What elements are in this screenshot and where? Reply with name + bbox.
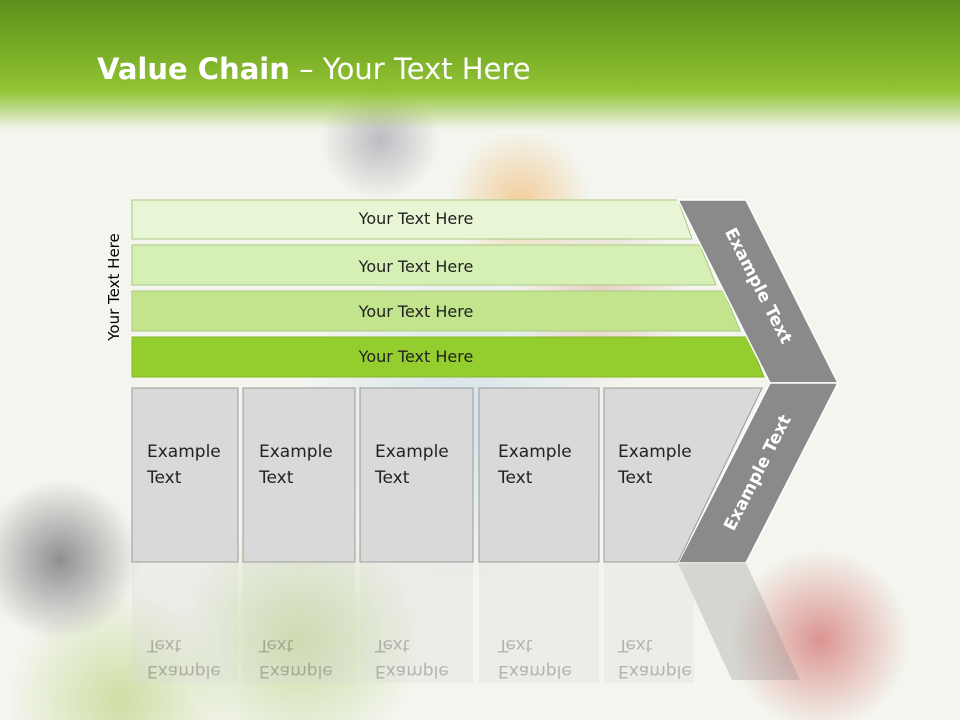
reflection-label-1-line2: Text xyxy=(147,635,182,655)
reflection-label-5: Example Text xyxy=(618,632,692,684)
column-label-2-line1: Example xyxy=(259,442,333,462)
reflection-label-3-line1: Example xyxy=(375,661,449,681)
row-label-2: Your Text Here xyxy=(358,257,474,276)
column-label-1-line1: Example xyxy=(147,442,221,462)
row-shape-2 xyxy=(131,244,717,286)
row-label-4: Your Text Here xyxy=(358,347,474,366)
column-box-3 xyxy=(359,387,474,563)
reflection-label-4-line1: Example xyxy=(498,661,572,681)
row-shape-1 xyxy=(131,199,693,240)
column-box-1 xyxy=(131,387,239,563)
column-label-4-line1: Example xyxy=(498,442,572,462)
reflection-label-3-line2: Text xyxy=(375,635,410,655)
column-label-5-line2: Text xyxy=(618,468,653,488)
reflection-label-2-line2: Text xyxy=(259,635,294,655)
reflection-box-5 xyxy=(604,563,694,683)
arrow-lower-shape xyxy=(676,382,840,564)
slide-title: Value Chain – Your Text Here xyxy=(97,52,531,86)
column-label-5-line1: Example xyxy=(618,442,692,462)
row-label-3: Your Text Here xyxy=(358,302,474,321)
reflection-label-1-line1: Example xyxy=(147,661,221,681)
column-label-3-line2: Text xyxy=(375,468,410,488)
column-box-5 xyxy=(603,387,763,563)
column-label-4-line2: Text xyxy=(498,468,533,488)
column-label-2-line2: Text xyxy=(259,468,294,488)
column-label-3-line1: Example xyxy=(375,442,449,462)
header-bar xyxy=(0,0,960,130)
reflection-label-2: Example Text xyxy=(259,632,333,684)
diagram-reflection xyxy=(132,563,800,683)
reflection-box-4 xyxy=(479,563,599,683)
reflection-box-3 xyxy=(360,563,473,683)
title-rest: – Your Text Here xyxy=(289,52,531,86)
row-shape-3 xyxy=(131,290,741,332)
reflection-label-3: Example Text xyxy=(375,632,449,684)
reflection-label-2-line1: Example xyxy=(259,661,333,681)
row-label-1: Your Text Here xyxy=(358,209,474,228)
column-box-4 xyxy=(478,387,600,563)
reflection-label-4: Example Text xyxy=(498,632,572,684)
row-shape-4 xyxy=(131,336,765,378)
reflection-label-1: Example Text xyxy=(147,632,221,684)
column-label-1-line2: Text xyxy=(147,468,182,488)
reflection-box-1 xyxy=(132,563,238,683)
reflection-label-4-line2: Text xyxy=(498,635,533,655)
reflection-label-5-line2: Text xyxy=(618,635,653,655)
reflection-arrow xyxy=(678,563,800,680)
column-box-2 xyxy=(242,387,356,563)
reflection-label-5-line1: Example xyxy=(618,661,692,681)
reflection-box-2 xyxy=(243,563,355,683)
title-bold: Value Chain xyxy=(97,52,290,86)
